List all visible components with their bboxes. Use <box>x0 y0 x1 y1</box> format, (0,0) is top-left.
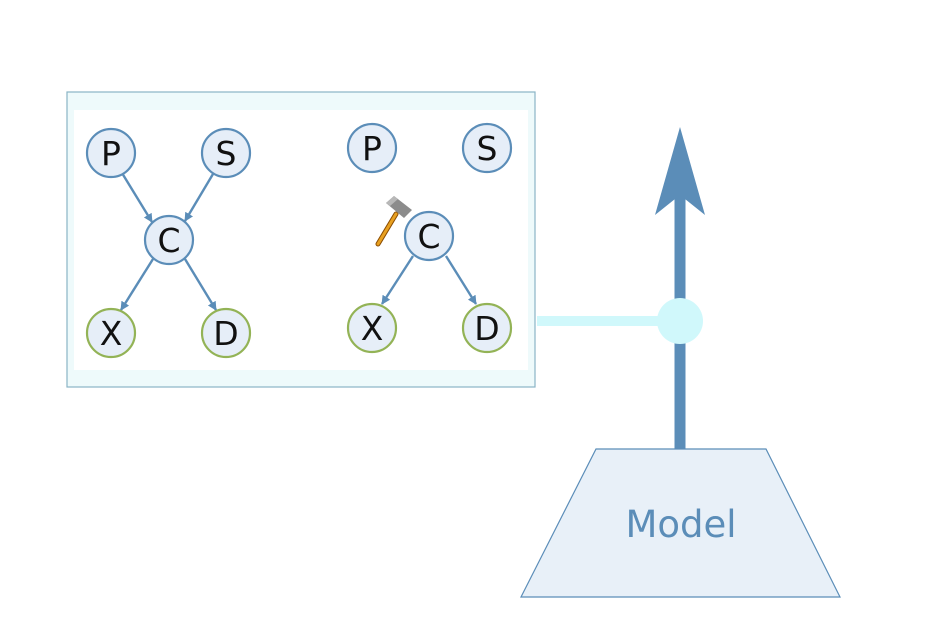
node-d-intervened-label: D <box>474 309 499 348</box>
node-s-intervened: S <box>461 122 513 174</box>
junction-node <box>657 298 703 344</box>
node-x-intervened-label: X <box>361 309 384 348</box>
observational-graph: P S C X D <box>85 127 252 359</box>
node-p: P <box>85 127 137 179</box>
node-x-label: X <box>100 314 123 353</box>
edge-c-x <box>119 258 155 311</box>
node-p-intervened: P <box>346 122 398 174</box>
node-d-intervened: D <box>461 302 513 354</box>
node-s-intervened-label: S <box>477 129 498 168</box>
edge-c-x-intervened <box>380 255 415 305</box>
node-d: D <box>200 307 252 359</box>
node-p-intervened-label: P <box>362 129 382 168</box>
edge-c-d <box>183 258 218 311</box>
node-d-label: D <box>213 314 238 353</box>
edge-p-c <box>120 172 154 223</box>
node-p-label: P <box>101 134 121 173</box>
node-x: X <box>85 307 137 359</box>
model-output-arrow <box>655 127 705 452</box>
node-x-intervened: X <box>346 302 398 354</box>
edge-c-d-intervened <box>444 255 478 305</box>
graph-panel <box>66 91 536 388</box>
node-c-intervened-label: C <box>417 217 440 256</box>
node-s-label: S <box>216 134 237 173</box>
edge-s-c <box>183 173 215 222</box>
node-c-intervened: C <box>403 210 455 262</box>
node-c-label: C <box>157 221 180 260</box>
hammer-icon <box>375 196 412 247</box>
node-c: C <box>143 214 195 266</box>
node-s: S <box>200 127 252 179</box>
model-block: Model <box>520 448 841 598</box>
intervened-graph: P S C X D <box>346 122 513 354</box>
model-label: Model <box>625 503 736 546</box>
